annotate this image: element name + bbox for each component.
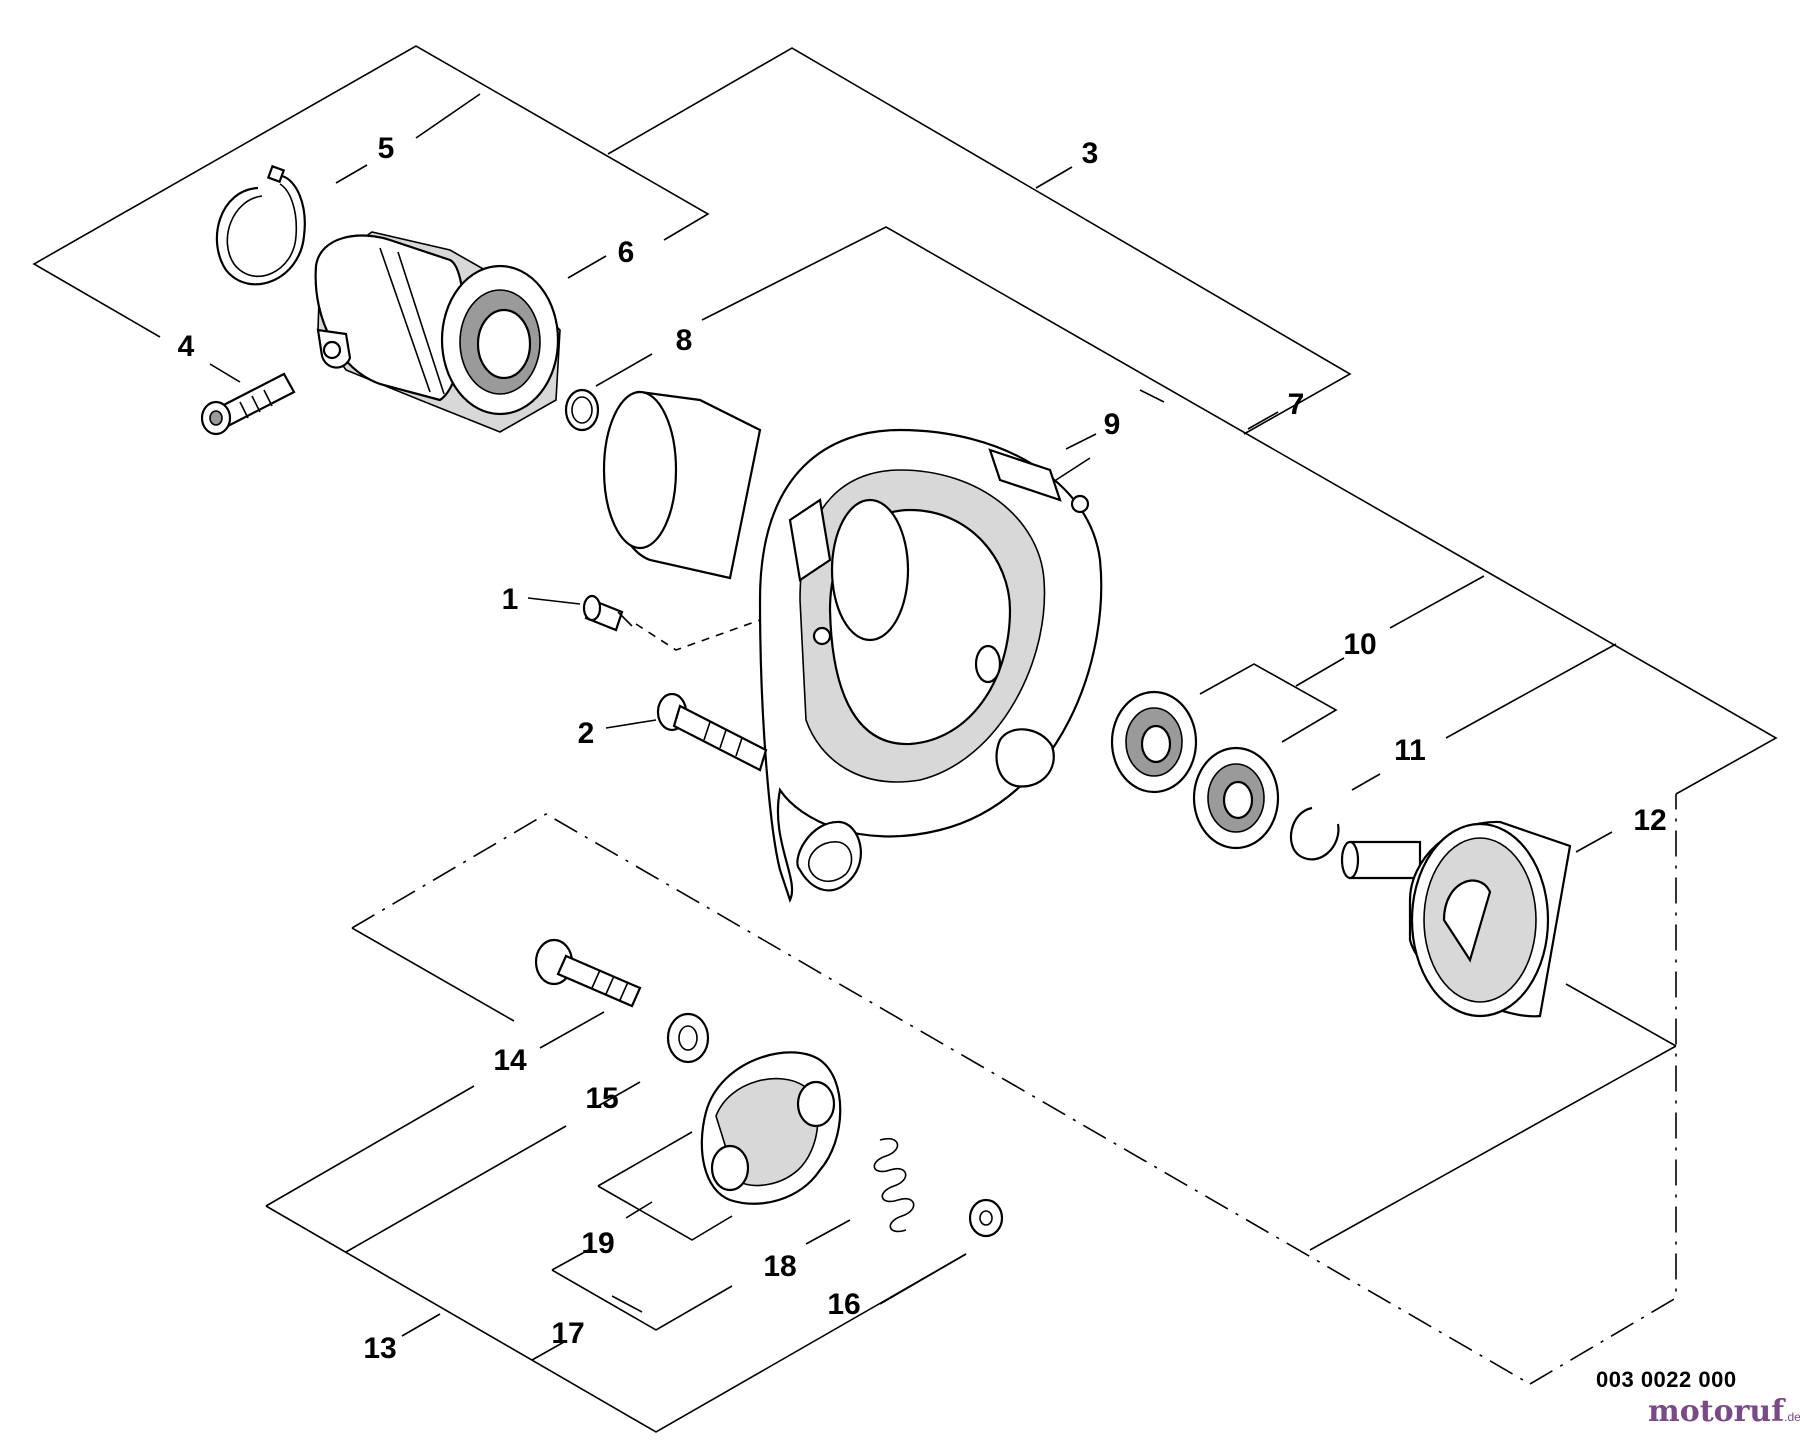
- callout-9: 9: [1104, 408, 1121, 441]
- callout-1: 1: [502, 583, 519, 616]
- o-ring-part-8: [564, 388, 600, 432]
- callout-8: 8: [676, 324, 693, 357]
- callout-16: 16: [827, 1288, 860, 1321]
- bolt-part-2: [656, 692, 768, 772]
- callout-6: 6: [618, 236, 635, 269]
- callout-13: 13: [363, 1332, 396, 1365]
- callout-2: 2: [578, 717, 595, 750]
- bearing-part-10: [1110, 690, 1280, 850]
- callout-14: 14: [493, 1044, 527, 1077]
- callout-19: 19: [581, 1227, 614, 1260]
- bolt-part-1: [582, 594, 633, 632]
- clutch-housing-part-9: [602, 390, 1103, 903]
- callout-12: 12: [1633, 804, 1666, 837]
- callout-17: 17: [551, 1317, 584, 1350]
- shoulder-bolt-part-14: [534, 938, 642, 1008]
- watermark-logo: motoruf.de: [1648, 1394, 1800, 1429]
- washer-part-15: [666, 1012, 710, 1064]
- callout-7: 7: [1288, 388, 1305, 421]
- callout-18: 18: [763, 1250, 796, 1283]
- callout-5: 5: [378, 132, 395, 165]
- callout-15: 15: [585, 1082, 618, 1115]
- callout-4: 4: [178, 330, 195, 363]
- watermark-suffix: .de: [1784, 1410, 1800, 1424]
- clutch-shoe-part-19: [700, 1051, 842, 1205]
- washer-part-16: [968, 1198, 1004, 1238]
- screw-part-4: [200, 372, 296, 436]
- callout-10: 10: [1343, 628, 1376, 661]
- clutch-drum-part-12: [1340, 820, 1572, 1018]
- snap-ring-part-5: [215, 164, 306, 286]
- spring-part-18: [873, 1137, 915, 1233]
- drawing-code: 003 0022 000: [1596, 1367, 1737, 1392]
- callout-11: 11: [1394, 734, 1426, 767]
- circlip-part-11: [1290, 806, 1340, 861]
- callout-labels: 1 2 3 4 5 6 7 8 9 10 11 12 13 14 15 16 1…: [178, 132, 1667, 1365]
- bracket-lines: [32, 45, 1778, 1433]
- watermark-name: motoruf: [1648, 1394, 1785, 1429]
- callout-3: 3: [1082, 137, 1099, 170]
- bearing-housing-part-6: [314, 231, 561, 433]
